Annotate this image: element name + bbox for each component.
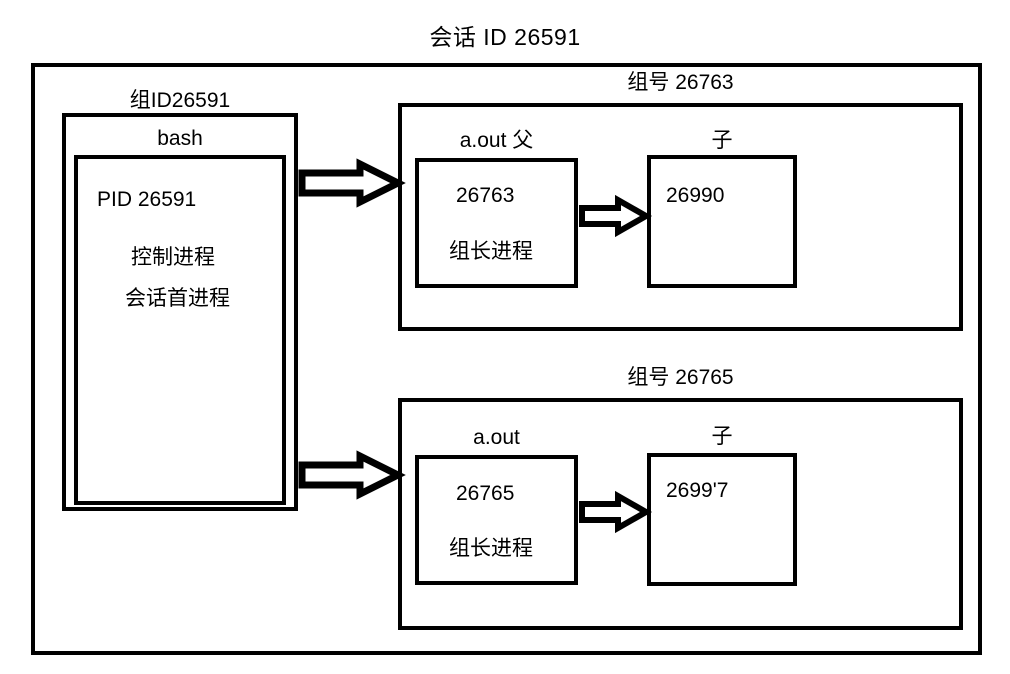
bash-process-group-box — [62, 113, 298, 511]
group-bottom-child-pid-text: 2699'7 — [666, 479, 729, 502]
group-bottom-box — [398, 398, 963, 630]
group-bottom-leader-pid-text: 26765 — [456, 482, 515, 505]
bash-group-caption: 组ID26591 — [129, 89, 231, 112]
session-frame — [31, 63, 982, 655]
session-title: 会话 ID 26591 — [429, 24, 581, 50]
group-top-leader-box — [415, 158, 578, 288]
bash-role-session-leader-text: 会话首进程 — [125, 287, 230, 310]
group-top-leader-caption: a.out 父 — [459, 129, 534, 152]
group-bottom-leader-role-text: 组长进程 — [449, 537, 533, 560]
group-top-child-box — [647, 155, 797, 288]
group-top-caption: 组号 26763 — [627, 71, 734, 94]
group-bottom-leader-box — [415, 455, 578, 585]
group-top-leader-pid-text: 26763 — [456, 184, 515, 207]
group-top-child-pid-text: 26990 — [666, 184, 725, 207]
arrow-leader-26763-to-child-26990-icon — [579, 194, 653, 238]
group-bottom-caption: 组号 26765 — [627, 366, 734, 389]
bash-process-box — [74, 155, 286, 505]
group-top-child-caption: 子 — [711, 129, 733, 152]
group-bottom-child-box — [647, 453, 797, 586]
arrow-bash-to-group-26763-icon — [298, 158, 406, 208]
bash-program-label: bash — [157, 127, 203, 150]
arrow-leader-26765-to-child-26997-icon — [579, 490, 653, 534]
arrow-bash-to-group-26765-icon — [298, 450, 406, 500]
bash-pid-text: PID 26591 — [97, 188, 197, 211]
group-bottom-child-caption: 子 — [711, 425, 733, 448]
group-bottom-leader-caption: a.out — [473, 426, 520, 449]
group-top-box — [398, 103, 963, 331]
bash-role-control-process-text: 控制进程 — [131, 246, 215, 269]
group-top-leader-role-text: 组长进程 — [449, 240, 533, 263]
